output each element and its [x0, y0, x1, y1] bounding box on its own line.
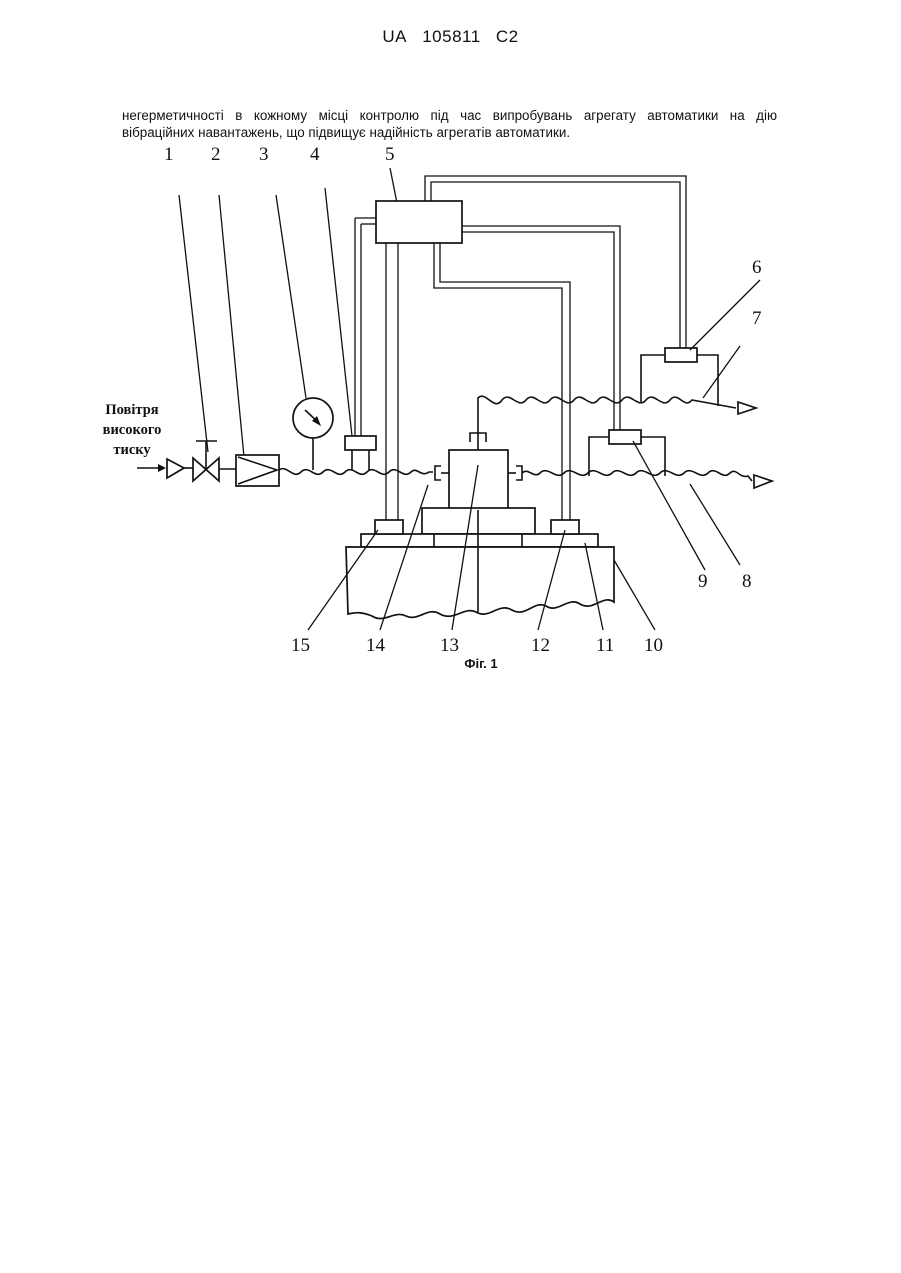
air-label-line-3: тиску	[113, 442, 151, 458]
air-label-line-1: Повітря	[105, 402, 158, 418]
wire-5-6-b	[431, 182, 680, 348]
label-13: 13	[440, 635, 459, 656]
leader-2	[219, 195, 244, 457]
leader-4	[325, 188, 352, 436]
label-9: 9	[698, 571, 708, 592]
sensor-9-tap-2	[641, 437, 665, 476]
label-4: 4	[310, 144, 320, 165]
wire-5-9-a	[462, 226, 620, 430]
air-label-line-2: високого	[103, 422, 162, 438]
sensor-15	[375, 520, 403, 534]
outlet-arrow-7	[738, 402, 756, 414]
figure-1-diagram: 1 2 3 4 5 6 7 8 9 10 11 12 13 14 15 Пові…	[0, 0, 901, 700]
leader-6	[690, 280, 760, 350]
label-11: 11	[596, 635, 614, 656]
label-12: 12	[531, 635, 550, 656]
controller-box-5	[376, 201, 462, 243]
leader-9	[633, 441, 705, 570]
sensor-6	[665, 348, 697, 362]
leader-8	[690, 484, 740, 565]
fitting-left	[435, 466, 441, 480]
label-1: 1	[164, 144, 174, 165]
test-unit-13	[449, 450, 508, 510]
leader-10	[614, 560, 655, 630]
sensor-6-tap-1	[641, 355, 665, 402]
sensor-4	[345, 436, 376, 450]
label-8: 8	[742, 571, 752, 592]
label-6: 6	[752, 257, 762, 278]
label-15: 15	[291, 635, 310, 656]
leader-3	[276, 195, 306, 398]
wire-5-6-a	[425, 176, 686, 348]
sensor-9	[609, 430, 641, 444]
inlet-arrow-head	[158, 464, 166, 472]
supply-hose	[279, 469, 433, 475]
label-10: 10	[644, 635, 663, 656]
fitting-right	[516, 466, 522, 480]
label-2: 2	[211, 144, 221, 165]
label-3: 3	[259, 144, 269, 165]
label-7: 7	[752, 308, 762, 329]
label-14: 14	[366, 635, 386, 656]
leader-5	[390, 168, 397, 203]
label-5: 5	[385, 144, 395, 165]
outlet-hose-8	[522, 471, 752, 481]
figure-caption: Фіг. 1	[464, 656, 497, 671]
vibration-stand-10	[346, 547, 614, 619]
outlet-arrow-8	[754, 475, 772, 488]
leader-7	[703, 346, 740, 398]
reducer-2	[236, 455, 279, 486]
leader-1	[179, 195, 208, 452]
check-valve	[167, 459, 184, 478]
outlet-hose-7	[478, 396, 736, 437]
